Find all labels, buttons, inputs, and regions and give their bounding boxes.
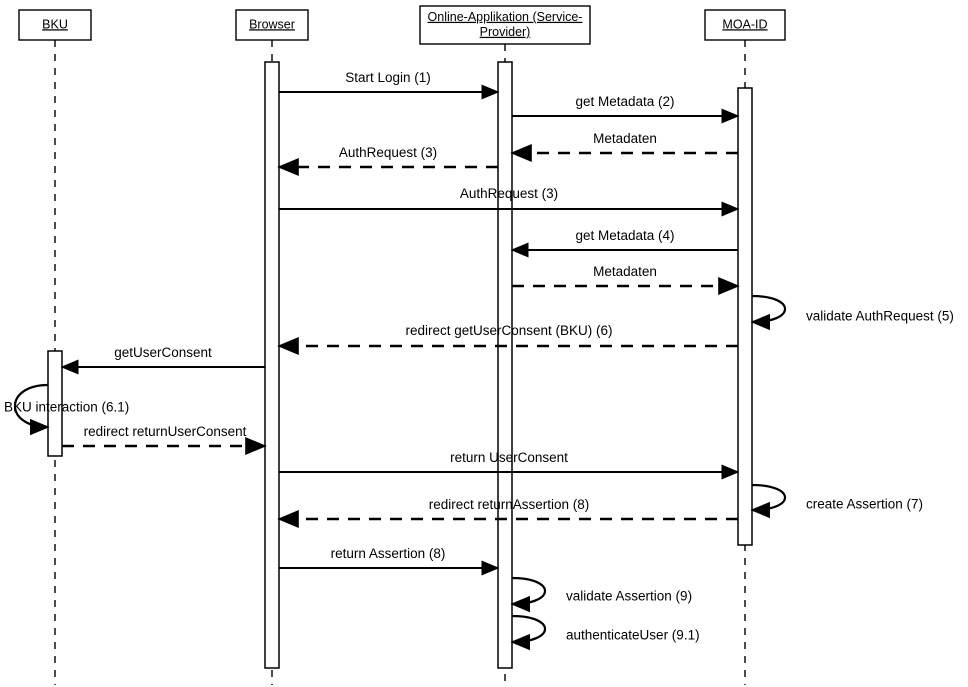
message-m17[interactable]: validate Assertion (9) bbox=[510, 576, 692, 613]
message-label: redirect getUserConsent (BKU) (6) bbox=[405, 323, 612, 338]
activation-bar-oa[interactable] bbox=[497, 61, 513, 669]
lifeline-label-browser: Browser bbox=[249, 17, 295, 31]
lifeline-label-moaid: MOA-ID bbox=[722, 17, 767, 31]
message-m16[interactable]: return Assertion (8) bbox=[279, 546, 500, 576]
message-m3[interactable]: Metadaten bbox=[510, 131, 738, 162]
message-m14[interactable]: create Assertion (7) bbox=[750, 483, 923, 519]
message-label: BKU interaction (6.1) bbox=[4, 400, 129, 415]
message-label: get Metadata (2) bbox=[575, 94, 674, 109]
message-m15[interactable]: redirect returnAssertion (8) bbox=[277, 497, 738, 528]
self-message-arc bbox=[510, 576, 546, 613]
self-message-arc bbox=[13, 383, 50, 436]
message-m18[interactable]: authenticateUser (9.1) bbox=[510, 614, 700, 651]
message-label: validate AuthRequest (5) bbox=[806, 309, 954, 324]
self-message-arc bbox=[750, 483, 786, 519]
message-m8[interactable]: validate AuthRequest (5) bbox=[750, 294, 954, 331]
message-label: Start Login (1) bbox=[345, 70, 431, 85]
message-label: Metadaten bbox=[593, 264, 657, 279]
message-m10[interactable]: getUserConsent bbox=[60, 345, 265, 375]
message-label: return Assertion (8) bbox=[331, 546, 446, 561]
message-m12[interactable]: redirect returnUserConsent bbox=[62, 424, 267, 455]
lifeline-head-browser[interactable] bbox=[235, 9, 309, 41]
message-label: AuthRequest (3) bbox=[460, 186, 558, 201]
self-message-arc bbox=[750, 294, 786, 331]
lifeline-label-oa: Provider) bbox=[480, 25, 531, 39]
lifeline-head-moaid[interactable] bbox=[704, 9, 786, 41]
message-label: redirect returnAssertion (8) bbox=[429, 497, 590, 512]
message-label: getUserConsent bbox=[114, 345, 212, 360]
activation-bar-moaid[interactable] bbox=[737, 87, 753, 546]
activation-bar-bku[interactable] bbox=[47, 350, 63, 457]
activations-layer bbox=[47, 61, 753, 669]
lifeline-bku: BKU bbox=[18, 9, 92, 685]
message-label: authenticateUser (9.1) bbox=[566, 628, 700, 643]
message-m1[interactable]: Start Login (1) bbox=[279, 70, 500, 100]
message-label: redirect returnUserConsent bbox=[84, 424, 247, 439]
lifeline-head-oa[interactable] bbox=[419, 5, 591, 45]
message-label: return UserConsent bbox=[450, 450, 568, 465]
message-m5[interactable]: AuthRequest (3) bbox=[279, 186, 740, 217]
message-label: AuthRequest (3) bbox=[339, 145, 437, 160]
message-label: Metadaten bbox=[593, 131, 657, 146]
lifeline-label-bku: BKU bbox=[42, 17, 68, 31]
message-m6[interactable]: get Metadata (4) bbox=[510, 228, 738, 258]
message-label: get Metadata (4) bbox=[575, 228, 674, 243]
activation-bar-browser[interactable] bbox=[264, 61, 280, 669]
messages-layer: Start Login (1) get Metadata (2) Metadaten… bbox=[4, 70, 954, 651]
message-m7[interactable]: Metadaten bbox=[512, 264, 740, 295]
message-m13[interactable]: return UserConsent bbox=[279, 450, 740, 480]
message-label: validate Assertion (9) bbox=[566, 589, 692, 604]
lifeline-label-oa: Online-Applikation (Service- bbox=[428, 10, 583, 24]
message-m2[interactable]: get Metadata (2) bbox=[512, 94, 740, 124]
message-label: create Assertion (7) bbox=[806, 497, 923, 512]
self-message-arc bbox=[510, 614, 546, 651]
lifeline-head-bku[interactable] bbox=[18, 9, 92, 41]
message-m9[interactable]: redirect getUserConsent (BKU) (6) bbox=[277, 323, 738, 355]
message-m4[interactable]: AuthRequest (3) bbox=[277, 145, 498, 176]
message-m11[interactable]: BKU interaction (6.1) bbox=[4, 383, 129, 436]
